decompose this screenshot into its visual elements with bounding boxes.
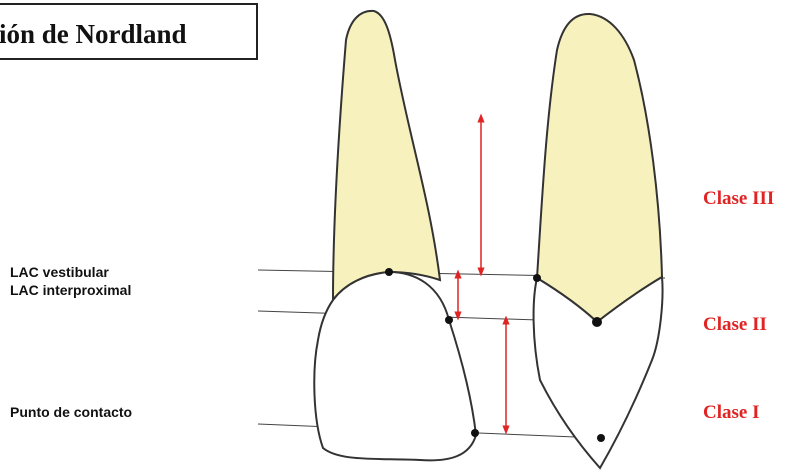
label-punto-contacto: Punto de contacto — [10, 404, 132, 420]
point-lac-interproximal-left — [445, 316, 453, 324]
label-clase-i: Clase I — [703, 402, 759, 424]
right-tooth-root — [537, 14, 662, 322]
point-cej-right — [533, 274, 541, 282]
left-tooth-crown — [314, 272, 476, 460]
point-contact-right — [597, 434, 605, 442]
point-interproximal-right — [592, 317, 602, 327]
left-tooth-root — [333, 11, 440, 300]
label-clase-ii: Clase II — [703, 314, 767, 336]
label-lac-interproximal: LAC interproximal — [10, 282, 131, 298]
label-clase-iii: Clase III — [703, 188, 774, 210]
point-contact-left — [471, 429, 479, 437]
label-lac-vestibular: LAC vestibular — [10, 264, 109, 280]
point-lac-vestibular-left — [385, 268, 393, 276]
